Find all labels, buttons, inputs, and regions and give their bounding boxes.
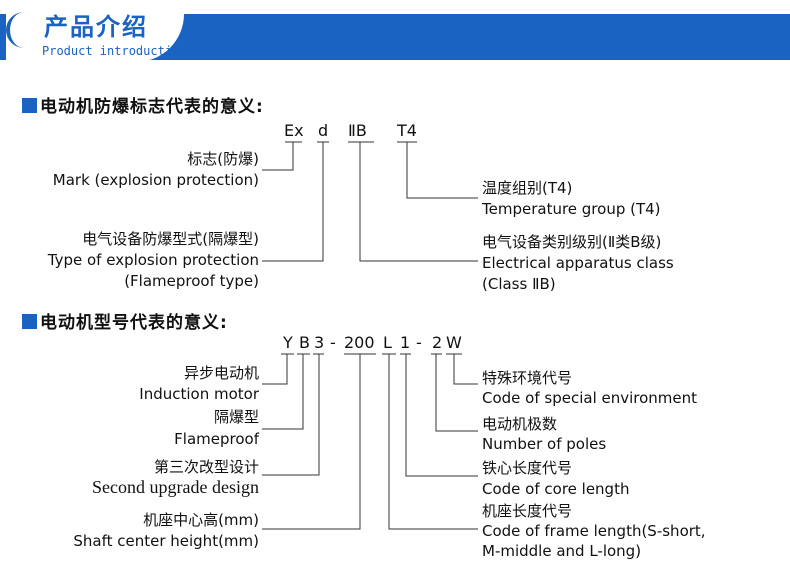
label-flame-en: Flameproof bbox=[174, 430, 259, 448]
label-frame-en2: M-middle and L-long) bbox=[482, 542, 642, 560]
banner-tab bbox=[6, 0, 184, 62]
line-special bbox=[453, 354, 478, 385]
code-t4: T4 bbox=[397, 121, 417, 140]
line-core bbox=[405, 354, 478, 477]
label-type-cn: 电气设备防爆型式(隔爆型) bbox=[82, 230, 259, 248]
line-type bbox=[262, 142, 324, 262]
label-special-en: Code of special environment bbox=[482, 389, 698, 407]
line-poles bbox=[435, 354, 478, 432]
label-shaft-cn: 机座中心高(mm) bbox=[143, 511, 259, 529]
code-dash1: - bbox=[330, 333, 336, 352]
line-temp bbox=[406, 142, 478, 199]
label-frame-en1: Code of frame length(S-short, bbox=[482, 522, 706, 540]
label-temp-cn: 温度组别(T4) bbox=[482, 179, 573, 197]
code-1: 1 bbox=[400, 333, 411, 352]
line-upgrade bbox=[262, 354, 320, 476]
label-flame-cn: 隔爆型 bbox=[213, 408, 259, 426]
label-class-en2: (Class ⅡB) bbox=[482, 275, 556, 293]
code-d: d bbox=[318, 121, 329, 140]
label-induction-en: Induction motor bbox=[139, 385, 259, 403]
code-b: B bbox=[299, 333, 310, 352]
product-banner: 产品介绍 Product introduction bbox=[0, 0, 790, 66]
line-class bbox=[359, 142, 478, 262]
label-class-en1: Electrical apparatus class bbox=[482, 254, 674, 272]
banner-bracket-icon bbox=[6, 12, 30, 48]
line-flame bbox=[262, 354, 304, 430]
label-temp-en: Temperature group (T4) bbox=[482, 200, 661, 218]
label-special-cn: 特殊环境代号 bbox=[482, 369, 573, 387]
label-upgrade-cn: 第三次改型设计 bbox=[153, 458, 259, 476]
label-shaft-en: Shaft center height(mm) bbox=[73, 532, 259, 550]
code-y: Y bbox=[283, 333, 293, 352]
line-induction bbox=[262, 354, 288, 385]
code-l: L bbox=[383, 333, 392, 352]
line-mark bbox=[262, 142, 294, 171]
banner-title: 产品介绍 bbox=[44, 13, 148, 41]
line-shaft bbox=[262, 354, 361, 530]
label-poles-cn: 电动机极数 bbox=[482, 415, 558, 433]
label-mark-en: Mark (explosion protection) bbox=[52, 171, 259, 189]
label-type-en2: (Flameproof type) bbox=[124, 272, 259, 290]
section2-heading: 电动机型号代表的意义: bbox=[22, 308, 228, 333]
label-frame-cn: 机座长度代号 bbox=[482, 502, 573, 520]
line-frame bbox=[388, 354, 478, 530]
blue-square-icon bbox=[22, 314, 37, 329]
code-ex: Ex bbox=[284, 121, 304, 140]
label-core-en: Code of core length bbox=[482, 480, 630, 498]
code-200: 200 bbox=[344, 333, 375, 352]
blue-square-icon bbox=[22, 98, 37, 113]
code-2: 2 bbox=[432, 333, 443, 352]
label-mark-cn: 标志(防爆) bbox=[187, 150, 259, 168]
label-class-cn: 电气设备类别级别(Ⅱ类B级) bbox=[482, 233, 662, 251]
code-3: 3 bbox=[314, 333, 325, 352]
label-upgrade-en: Second upgrade design bbox=[92, 477, 259, 497]
label-poles-en: Number of poles bbox=[482, 435, 607, 453]
label-core-cn: 铁心长度代号 bbox=[482, 459, 573, 477]
code-iib: ⅡB bbox=[348, 121, 367, 140]
code-dash2: - bbox=[416, 333, 422, 352]
section1-heading: 电动机防爆标志代表的意义: bbox=[22, 92, 264, 117]
label-type-en1: Type of explosion protection bbox=[47, 251, 259, 269]
label-induction-cn: 异步电动机 bbox=[183, 364, 259, 382]
banner-subtitle: Product introduction bbox=[42, 44, 187, 58]
code-w: W bbox=[446, 333, 462, 352]
